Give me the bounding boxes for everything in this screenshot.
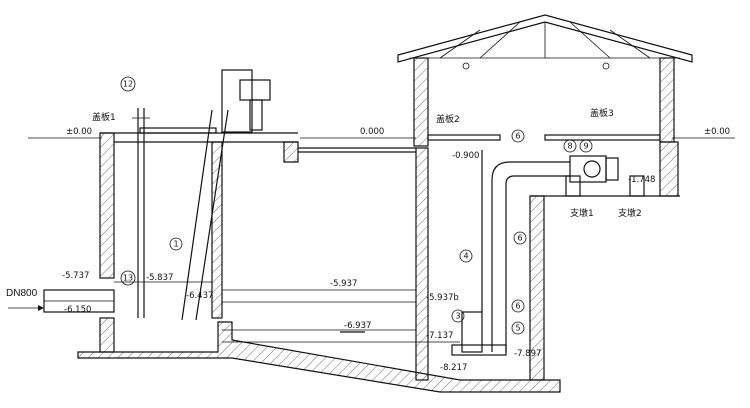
wet-well-structure: [77, 141, 680, 393]
callout-12: 12: [123, 80, 133, 89]
inlet-pipe-label: DN800: [6, 288, 38, 299]
callout-8: 8: [567, 142, 572, 151]
support-2-label: 支墩2: [618, 207, 642, 219]
elevation-water-4: -5.937b: [426, 293, 459, 303]
water-levels: [114, 281, 460, 343]
support-1-label: 支墩1: [570, 207, 594, 219]
elevation-water-5: -6.937: [344, 321, 371, 331]
cover-1-label: 盖板1: [92, 111, 116, 123]
elevation-bottom-2: -8.217: [440, 363, 467, 373]
valve-rod: [132, 108, 150, 318]
elevation-pipe-top: -0.900: [452, 151, 479, 161]
cover-3-label: 盖板3: [590, 107, 614, 119]
elevation-water-3: -5.937: [330, 279, 357, 289]
submersible-pump: [451, 150, 507, 356]
elevation-water-1: -5.837: [146, 273, 173, 283]
pump-house: [397, 14, 693, 147]
elevation-labels: ±0.00 ±0.00 0.000 -0.900 -1.748 -5.737 -…: [62, 127, 730, 373]
elevation-bottom-1: -7.897: [514, 349, 541, 359]
cover-2-label: 盖板2: [436, 113, 460, 125]
discharge-pipe: [491, 155, 645, 352]
cover-plates: [139, 127, 661, 141]
callout-6-mid: 6: [517, 234, 522, 243]
elevation-ground-left: ±0.00: [66, 127, 92, 137]
bar-screen: [181, 69, 271, 321]
elevation-water-2: -6.437: [186, 291, 213, 301]
elevation-top-mid: 0.000: [360, 127, 384, 137]
inlet-pipe: [43, 289, 115, 313]
inlet-chamber-walls: [99, 132, 298, 353]
elevation-inlet-top: -5.737: [62, 271, 89, 281]
callout-3: 3: [455, 312, 460, 321]
elevation-water-6: -7.137: [426, 331, 453, 341]
inlet-arrow-head: [38, 305, 44, 311]
elevation-ground-right: ±0.00: [704, 127, 730, 137]
callout-1: 1: [173, 240, 178, 249]
callout-5: 5: [515, 324, 520, 333]
elevation-inlet-bottom: -6.150: [64, 305, 91, 315]
callout-4: 4: [463, 252, 468, 261]
callout-6-low: 6: [515, 302, 520, 311]
cover-labels: 盖板1 盖板2 盖板3 支墩1 支墩2: [92, 107, 642, 219]
elevation-outlet: -1.748: [628, 175, 655, 185]
callout-13: 13: [123, 274, 133, 283]
callout-6-top: 6: [515, 132, 520, 141]
callout-9: 9: [583, 142, 588, 151]
callout-markers: 12 1 13 4 3 6 6 6 5 8 9: [120, 76, 593, 335]
